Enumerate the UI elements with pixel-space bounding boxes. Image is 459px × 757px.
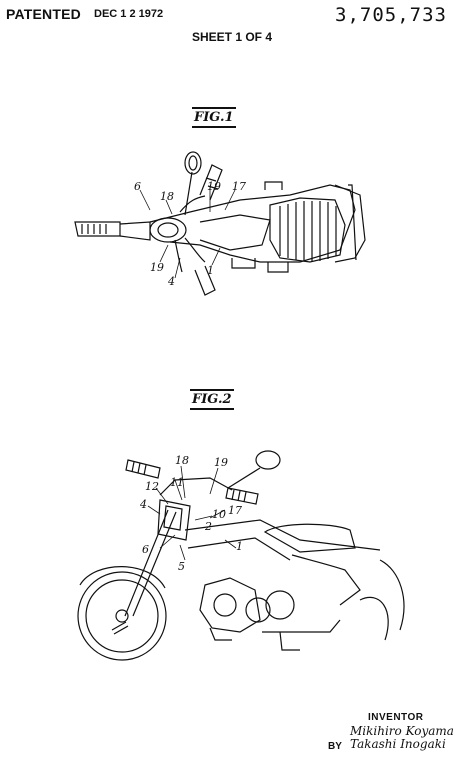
fig1-ref-19: 19: [207, 180, 221, 193]
figure-2-refs: 18 19 12 11 4 10 17 2 6 5 1: [139, 454, 243, 573]
fig1-ref-4: 4: [167, 275, 175, 288]
sheet-label: SHEET 1 OF 4: [192, 30, 273, 44]
fig2-ref-12: 12: [145, 480, 159, 493]
figure-1-label: FIG.1: [192, 107, 236, 128]
attorney-signature: Takashi Inogaki: [350, 737, 446, 751]
fig2-ref-4: 4: [139, 498, 147, 511]
figure-2-label-text: FIG.2: [192, 392, 232, 407]
fig1-ref-17: 17: [232, 180, 246, 193]
fig1-ref-1: 1: [207, 264, 214, 277]
fig1-ref-6: 6: [134, 180, 141, 193]
figure-2-underline: [190, 408, 234, 410]
figure-1-drawing: [74, 151, 366, 296]
fig2-ref-18: 18: [175, 454, 189, 467]
fig1-ref-19b: 19: [150, 261, 164, 274]
fig2-ref-5: 5: [178, 560, 185, 573]
fig1-ref-18: 18: [160, 190, 174, 203]
figure-1-refs: 6 18 19 17 19 1 4: [134, 180, 246, 288]
fig2-ref-2: 2: [204, 520, 212, 533]
patent-date: DEC 1 2 1972: [94, 8, 164, 20]
fig2-ref-6: 6: [142, 543, 149, 556]
figure-1-label-text: FIG.1: [194, 110, 234, 125]
fig2-ref-1: 1: [236, 540, 243, 553]
fig2-ref-19: 19: [214, 456, 228, 469]
patent-number: 3,705,733: [335, 4, 447, 26]
figure-2-overline: [190, 389, 234, 391]
figure-1-underline: [192, 126, 236, 128]
inventor-signature: Mikihiro Koyama: [350, 724, 454, 738]
figure-1-overline: [192, 107, 236, 109]
figure-2-label: FIG.2: [190, 389, 234, 410]
fig2-ref-17: 17: [228, 504, 242, 517]
by-label: BY: [328, 741, 342, 752]
fig2-ref-10: 10: [212, 508, 226, 521]
patented-label: PATENTED: [6, 6, 81, 22]
fig2-ref-11: 11: [170, 476, 184, 489]
inventor-heading: INVENTOR: [368, 712, 424, 723]
figure-2-drawing: [77, 450, 405, 661]
